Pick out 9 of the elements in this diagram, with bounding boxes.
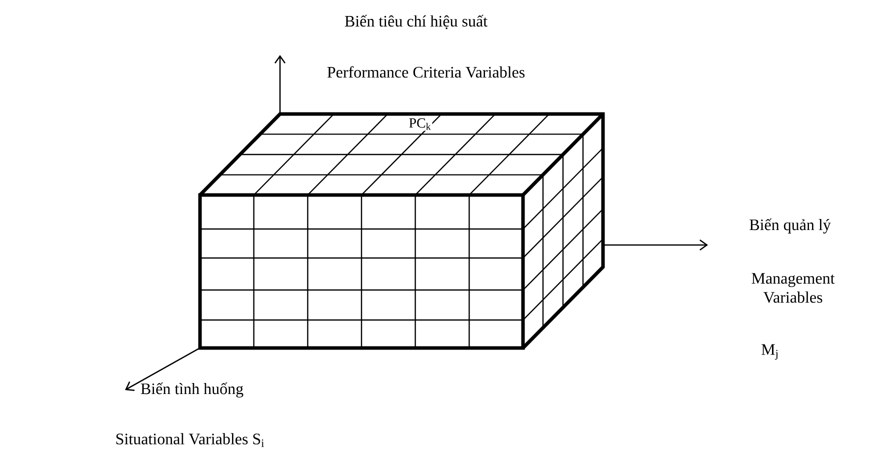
axis-label: Performance Criteria Variables — [327, 66, 525, 78]
axis-label: Biến tiêu chí hiệu suất — [344, 14, 488, 30]
axis-label: Biến tình huống — [140, 382, 244, 398]
axis-label: Situational Variables S$_{i}$ — [116, 433, 264, 447]
axis-label: Biến quản lý — [750, 218, 831, 234]
node-label: PC$_{k}$ — [409, 118, 431, 130]
axis-label: Management Variables — [752, 273, 835, 303]
cube-drawing: PC$_{k}$ — [198, 112, 605, 350]
axis-label: M$_{j}$ — [762, 344, 778, 360]
